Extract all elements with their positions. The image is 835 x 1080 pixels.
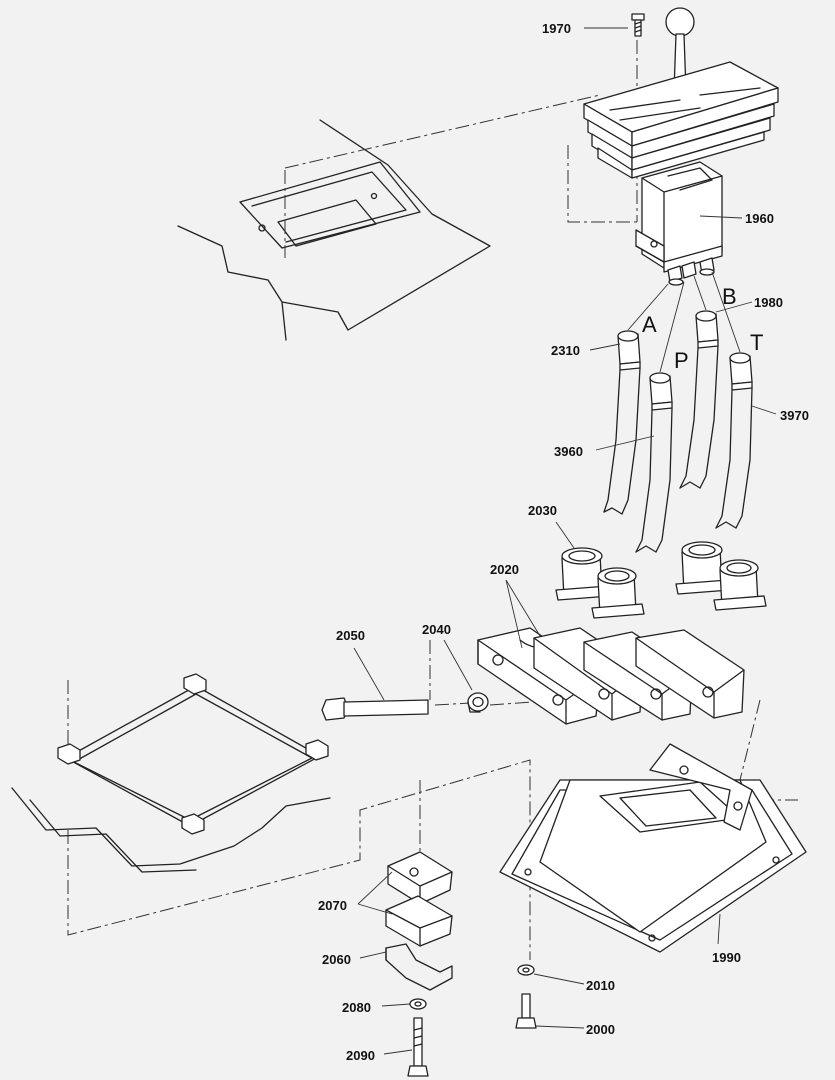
label-3960: 3960 <box>554 444 583 459</box>
clamp-halves-2070 <box>385 851 453 947</box>
label-2090: 2090 <box>346 1048 375 1063</box>
washer-2010 <box>517 964 535 976</box>
upper-console-panel <box>177 119 491 341</box>
label-1960: 1960 <box>745 211 774 226</box>
label-2040: 2040 <box>422 622 451 637</box>
bushings-2030 <box>555 541 767 619</box>
label-3970: 3970 <box>780 408 809 423</box>
label-1970: 1970 <box>542 21 571 36</box>
port-label-p: P <box>674 348 689 373</box>
label-2060: 2060 <box>322 952 351 967</box>
hose-fittings <box>617 271 753 411</box>
center-lines <box>67 40 798 960</box>
label-2080: 2080 <box>342 1000 371 1015</box>
label-2000: 2000 <box>586 1022 615 1037</box>
clamp-blocks-2020 <box>477 627 745 725</box>
label-2030: 2030 <box>528 503 557 518</box>
hoses <box>603 345 753 553</box>
label-2020: 2020 <box>490 562 519 577</box>
port-labels: A B P T <box>642 284 763 373</box>
label-2310: 2310 <box>551 343 580 358</box>
bolt-2050 <box>321 697 429 721</box>
lower-cover-plate <box>11 673 331 873</box>
label-1980: 1980 <box>754 295 783 310</box>
leader-lines <box>353 27 777 1055</box>
nut-2040 <box>467 692 489 713</box>
nut-icon <box>57 673 329 835</box>
saddle-2060 <box>385 943 453 991</box>
label-1990: 1990 <box>712 950 741 965</box>
label-2070: 2070 <box>318 898 347 913</box>
port-label-b: B <box>722 284 737 309</box>
port-label-a: A <box>642 312 657 337</box>
washer-2080 <box>409 998 427 1010</box>
bolt-2000 <box>515 993 537 1029</box>
label-2050: 2050 <box>336 628 365 643</box>
bolt-1970 <box>631 13 645 37</box>
label-2010: 2010 <box>586 978 615 993</box>
bolt-2090 <box>407 1017 429 1077</box>
mounting-bracket-1990 <box>499 743 807 953</box>
port-label-t: T <box>750 330 763 355</box>
control-valve-1960 <box>583 7 779 286</box>
part-labels: 1970 1960 1980 2310 3970 3960 2030 2020 … <box>318 21 809 1063</box>
